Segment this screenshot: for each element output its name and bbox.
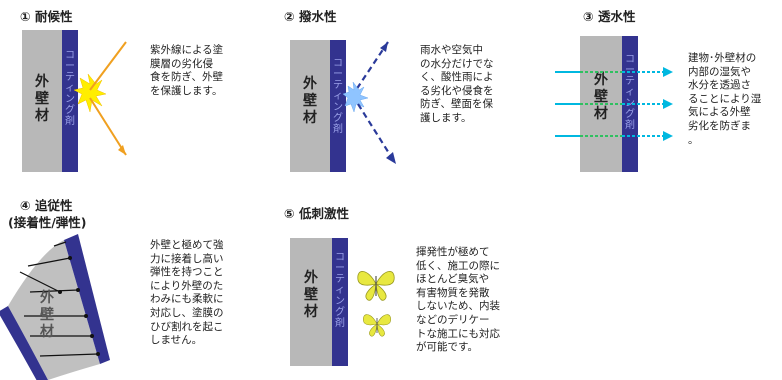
section-4-description: 外壁と極めて強 力に接着し高い 弾性を持つこと により外壁のた わみにも柔軟に …: [150, 239, 224, 347]
uv-ray-icon: [89, 97, 127, 156]
flash-icon: [73, 73, 107, 113]
section-1-wall: [22, 30, 62, 172]
section-1-title-text: 耐候性: [34, 9, 73, 24]
splash-icon: [342, 81, 369, 113]
section-2-description: 雨水や空気中 の水分だけでな く、酸性雨によ る劣化や侵食を 防ぎ、壁面を保 護…: [420, 44, 494, 124]
section-5-wall: [290, 238, 332, 366]
section-5-number: ⑤: [284, 206, 295, 221]
section-2-coating-label: コ ー テ ィ ン グ 剤: [333, 58, 343, 135]
section-5-title: ⑤ 低刺激性: [284, 206, 349, 222]
section-4-title-text: 追従性: [34, 198, 73, 213]
section-2-number: ②: [284, 9, 295, 24]
section-1-description: 紫外線による塗 膜層の劣化侵 食を防ぎ、外壁 を保護します。: [150, 44, 224, 97]
section-2-water-illustration: [342, 41, 396, 164]
section-2-coating: [330, 40, 346, 172]
section-5-wall-label: 外 壁 材: [304, 270, 318, 320]
section-2-title: ② 撥水性: [284, 9, 336, 25]
section-3-description: 建物･外壁材の 内部の湿気や 水分を透過さ ることにより湿 気による外壁 劣化を…: [688, 52, 762, 146]
vapor-arrow-icon: [555, 67, 673, 77]
vapor-arrow-icon: [555, 99, 673, 109]
section-4-number: ④: [20, 198, 31, 213]
section-4-title: ④ 追従性: [20, 198, 72, 214]
section-3-wall-label: 外 壁 材: [594, 72, 608, 122]
section-1-coating: [62, 30, 78, 172]
section-3-title: ③ 透水性: [583, 9, 635, 25]
section-1-title: ① 耐候性: [20, 9, 72, 25]
vapor-arrow-icon: [555, 131, 673, 141]
section-5-title-text: 低刺激性: [298, 206, 349, 221]
flexed-coating: [64, 234, 110, 364]
section-5-coating: [332, 238, 348, 366]
section-1-wall-label: 外 壁 材: [35, 74, 49, 124]
section-4-subtitle: (接着性/弾性): [8, 215, 87, 230]
section-1-coating-label: コ ー テ ィ ン グ 剤: [65, 50, 75, 127]
section-5-description: 揮発性が極めて 低く、施工の際に ほとんど臭気や 有害物質を発散 しないため、内…: [416, 246, 500, 354]
section-3-title-text: 透水性: [597, 9, 636, 24]
section-4-flex-illustration: [0, 234, 110, 380]
water-drop-arrow-icon: [357, 103, 393, 159]
section-2-wall: [290, 40, 330, 172]
section-3-vapor-illustration: [555, 67, 673, 141]
section-2-wall-label: 外 壁 材: [303, 76, 317, 126]
flexed-wall: [8, 240, 100, 380]
section-3-number: ③: [583, 9, 594, 24]
butterfly-icon: [357, 271, 395, 301]
uv-ray-icon: [89, 41, 127, 91]
section-4-wall-label: 外 壁 材: [40, 290, 54, 340]
section-2-title-text: 撥水性: [298, 9, 337, 24]
section-1-number: ①: [20, 9, 31, 24]
section-1-uv-illustration: [73, 41, 127, 156]
butterfly-icon: [363, 314, 391, 337]
section-5-coating-label: コ ー テ ィ ン グ 剤: [335, 252, 345, 329]
